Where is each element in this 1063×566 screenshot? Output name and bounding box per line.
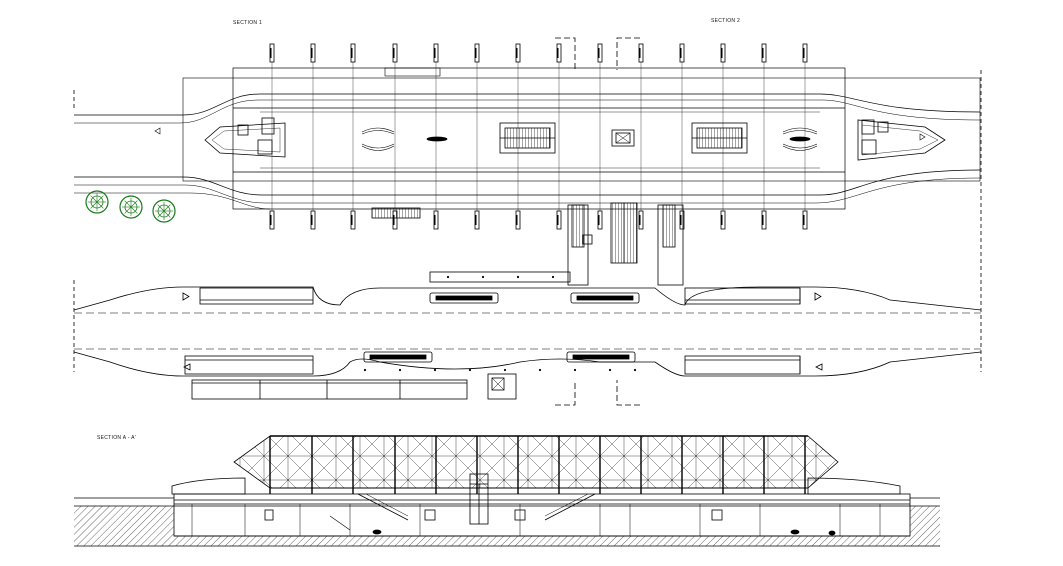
seating-area-right <box>782 127 818 151</box>
section-a-label: SECTION A - A' <box>97 435 137 441</box>
section-1-label: SECTION 1 <box>233 20 263 26</box>
seating-area-left <box>361 127 395 151</box>
direction-arrow-icon <box>182 292 823 371</box>
elevator <box>611 129 635 147</box>
bus-icon <box>570 292 640 304</box>
escalator-icon <box>610 202 638 264</box>
section-elevation <box>74 435 940 547</box>
bus-icon <box>363 351 433 363</box>
bus-icon <box>566 351 636 363</box>
bollards <box>363 275 637 372</box>
escalator-icon <box>662 204 676 248</box>
tree-icon <box>119 195 143 219</box>
tree-icon <box>152 199 176 223</box>
column-grid-bottom <box>269 210 808 230</box>
bus-icon <box>429 292 499 304</box>
escalator-icon <box>499 122 556 154</box>
escalator-icon <box>691 122 748 154</box>
escalator-icon <box>571 204 585 248</box>
grid-lines <box>271 62 806 211</box>
station-plan <box>73 37 982 406</box>
tree-icon <box>85 190 109 214</box>
column-grid-top <box>269 43 808 63</box>
section-2-label: SECTION 2 <box>711 18 741 24</box>
